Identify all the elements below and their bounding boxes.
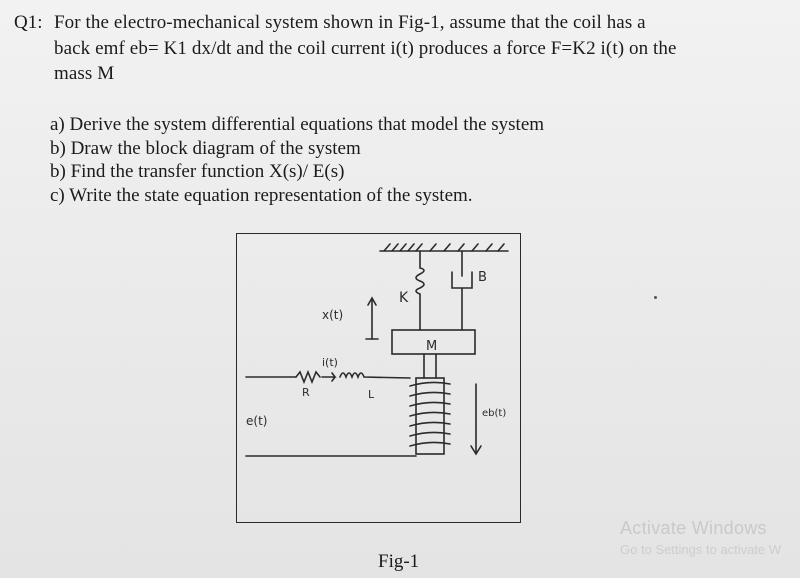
mass-label: M	[426, 339, 437, 354]
back-emf-label: eb(t)	[482, 408, 506, 419]
resistor	[295, 369, 321, 385]
spring-label: K	[399, 290, 409, 306]
part-b-transfer-function: b) Find the transfer function X(s)/ E(s)	[50, 161, 345, 182]
activate-windows-subtitle: Go to Settings to activate W	[620, 542, 782, 557]
coil-windings	[409, 381, 451, 447]
question-text-line-3: mass M	[54, 63, 115, 84]
displacement-arrowhead	[367, 296, 377, 306]
resistor-label: R	[302, 386, 310, 399]
figure-frame	[236, 233, 521, 523]
damper-label: B	[478, 270, 487, 285]
inductor-label: L	[368, 388, 375, 401]
activate-windows-title: Activate Windows	[620, 518, 767, 538]
part-b-block-diagram: b) Draw the block diagram of the system	[50, 138, 361, 159]
question-text-line-1: For the electro-mechanical system shown …	[54, 12, 646, 33]
question-text-line-2: back emf eb= K1 dx/dt and the coil curre…	[54, 38, 677, 59]
part-a: a) Derive the system differential equati…	[50, 114, 545, 135]
mass-block	[391, 329, 476, 355]
inductor	[339, 372, 411, 380]
current-label: i(t)	[322, 356, 338, 369]
coil-core	[415, 377, 445, 455]
figure-caption: Fig-1	[378, 551, 420, 572]
part-c: c) Write the state equation representati…	[50, 185, 473, 206]
current-arrow	[321, 372, 337, 382]
ceiling-hatching	[383, 243, 505, 252]
question-number: Q1:	[14, 12, 43, 33]
spring	[415, 250, 425, 331]
displacement-label: x(t)	[322, 308, 343, 322]
back-emf-arrowhead	[470, 445, 482, 456]
source-label: e(t)	[246, 414, 267, 428]
stray-dot	[654, 296, 657, 299]
